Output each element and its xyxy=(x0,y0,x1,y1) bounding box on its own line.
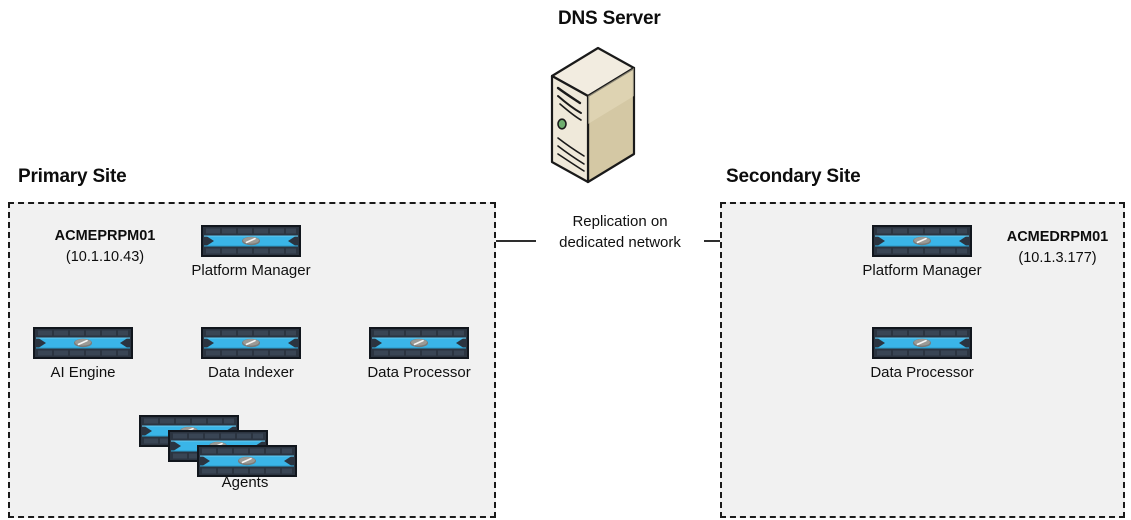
dns-server-title: DNS Server xyxy=(558,8,661,29)
secondary-site-box xyxy=(720,202,1125,518)
device-platform-manager-secondary[interactable] xyxy=(872,225,972,257)
replication-label-line2: dedicated network xyxy=(559,234,681,251)
device-data-processor-secondary[interactable] xyxy=(872,327,972,359)
device-label-data-processor-secondary: Data Processor xyxy=(870,364,974,381)
tower-server-icon xyxy=(546,46,638,191)
device-label-ai-engine: AI Engine xyxy=(50,364,116,381)
secondary-host-ip: (10.1.3.177) xyxy=(1018,250,1097,266)
device-label-data-indexer: Data Indexer xyxy=(208,364,294,381)
primary-host-name: ACMEPRPM01 xyxy=(54,228,156,244)
device-label-platform-manager-secondary: Platform Manager xyxy=(862,262,982,279)
device-label-agents: Agents xyxy=(221,474,269,491)
device-platform-manager-primary[interactable] xyxy=(201,225,301,257)
device-label-data-processor-primary: Data Processor xyxy=(367,364,471,381)
device-ai-engine[interactable] xyxy=(33,327,133,359)
device-label-platform-manager-primary: Platform Manager xyxy=(191,262,311,279)
device-agent-3[interactable] xyxy=(197,445,297,477)
replication-label: Replication on dedicated network xyxy=(536,211,704,253)
secondary-host-name: ACMEDRPM01 xyxy=(1006,229,1109,245)
replication-label-line1: Replication on xyxy=(572,213,668,230)
primary-host-ip: (10.1.10.43) xyxy=(65,249,145,265)
device-data-processor-primary[interactable] xyxy=(369,327,469,359)
secondary-site-title: Secondary Site xyxy=(726,166,861,187)
primary-site-title: Primary Site xyxy=(18,166,127,187)
device-data-indexer[interactable] xyxy=(201,327,301,359)
